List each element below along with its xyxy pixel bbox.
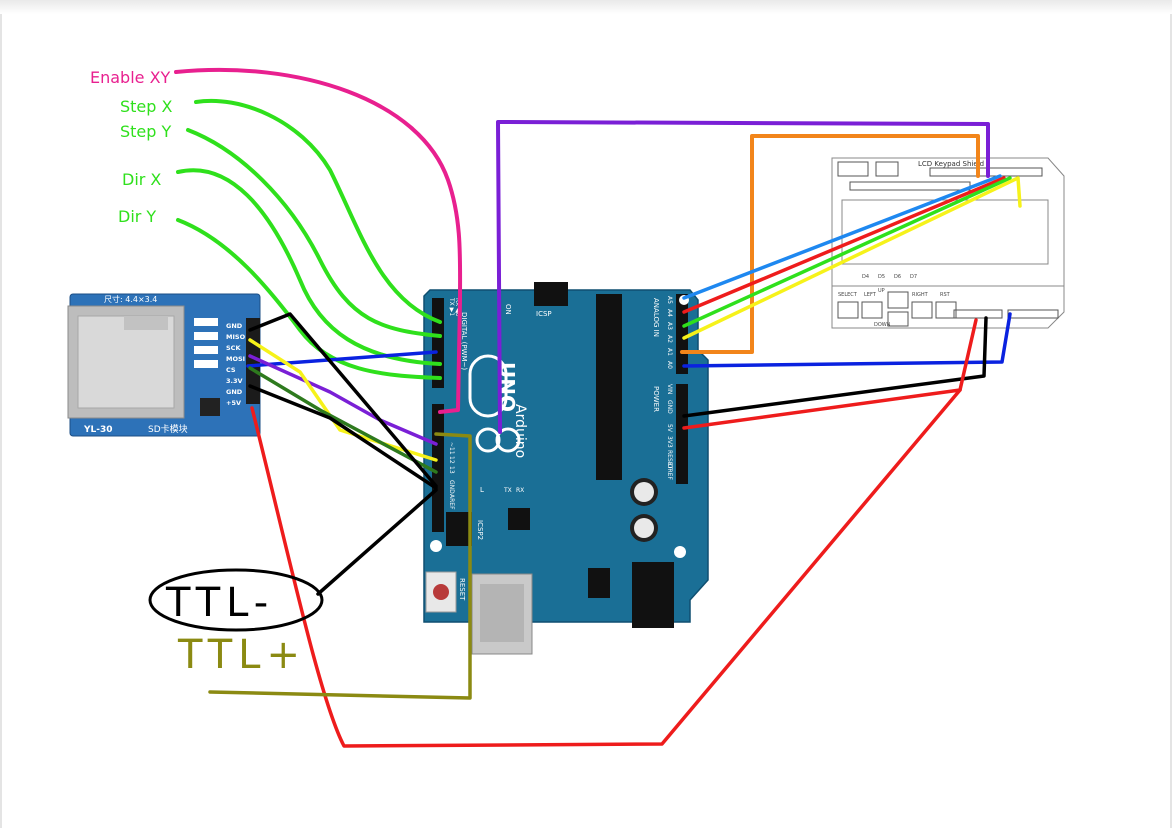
arduino-on-label: ON bbox=[504, 304, 512, 315]
lcd-btn-right: RIGHT bbox=[912, 292, 929, 298]
wire-sd-darkgreen bbox=[248, 366, 438, 474]
ttl-labels: TTL- TTL+ bbox=[148, 568, 324, 678]
sd-pin-mosi: MOSI bbox=[226, 355, 245, 363]
label-step-x: Step X bbox=[120, 97, 173, 116]
label-dir-x: Dir X bbox=[122, 170, 161, 189]
label-ttl-minus: TTL- bbox=[165, 580, 274, 626]
wire-purple-top bbox=[496, 120, 990, 434]
wire-dir-x bbox=[176, 168, 442, 366]
window-top-strip bbox=[0, 0, 1172, 14]
sd-pin-gnd: GND bbox=[226, 322, 243, 330]
arduino-l-label: L bbox=[480, 486, 484, 494]
arduino-pin-11: ~11 bbox=[448, 442, 455, 455]
wire-red-loop bbox=[250, 388, 962, 748]
signal-labels: Enable XY Step X Step Y Dir X Dir Y bbox=[90, 68, 173, 226]
arduino-pin-a4: A4 bbox=[666, 309, 673, 317]
arduino-brand-label: Arduino bbox=[512, 404, 528, 458]
sd-pin-miso: MISO bbox=[226, 333, 246, 341]
arduino-pin-vin: VIN bbox=[666, 384, 673, 394]
wire-green-a3 bbox=[682, 176, 1012, 328]
lcd-pot-d6: D6 bbox=[894, 274, 901, 280]
label-step-y: Step Y bbox=[120, 122, 172, 141]
window-right-edge bbox=[1170, 14, 1172, 828]
lcd-pot-d5: D5 bbox=[878, 274, 885, 280]
arduino-pin-3v3: 3V3 bbox=[666, 436, 673, 448]
wire-orange bbox=[680, 134, 980, 354]
label-dir-y: Dir Y bbox=[118, 207, 156, 226]
label-ttl-plus: TTL+ bbox=[177, 632, 306, 678]
arduino-pin-a3: A3 bbox=[666, 322, 673, 330]
sd-model-label-cn: SD卡模块 bbox=[148, 423, 188, 435]
sd-pin-cs: CS bbox=[226, 366, 236, 374]
arduino-pin-12: 12 bbox=[448, 456, 455, 464]
wire-sd-black-1 bbox=[248, 312, 438, 488]
arduino-icsp-label: ICSP bbox=[536, 310, 552, 318]
arduino-power-header: POWER bbox=[652, 386, 660, 412]
lcd-pot-d7: D7 bbox=[910, 274, 917, 280]
arduino-pin-a1: A1 bbox=[666, 348, 673, 356]
wires bbox=[174, 67, 1022, 748]
wire-black-gnd bbox=[682, 316, 988, 418]
lcd-btn-left: LEFT bbox=[864, 292, 877, 298]
sd-pin-sck: SCK bbox=[226, 344, 241, 352]
lcd-shield-title: LCD Keypad Shield bbox=[918, 160, 984, 168]
sd-pin-5v: +5V bbox=[226, 399, 241, 407]
arduino-pin-13: 13 bbox=[448, 466, 455, 474]
wire-sky-blue bbox=[682, 174, 1002, 300]
wire-blue-a0 bbox=[682, 312, 1012, 368]
lcd-btn-rst: RST bbox=[940, 292, 951, 298]
arduino-pin-a0: A0 bbox=[666, 361, 673, 369]
sd-model-label: YL-30 bbox=[83, 425, 113, 435]
sd-pin-3v3: 3.3V bbox=[226, 377, 243, 385]
arduino-pin-ioref: IOREF bbox=[666, 462, 673, 480]
wire-sd-black-2 bbox=[248, 384, 438, 490]
wire-yellow-a2 bbox=[682, 176, 1022, 340]
wire-ttl-minus bbox=[316, 488, 438, 596]
arduino-digital-header: DIGITAL (PWM~) bbox=[460, 312, 468, 370]
arduino-tx-label: TX bbox=[503, 487, 512, 494]
arduino-icsp2-label: ICSP2 bbox=[476, 520, 484, 540]
arduino-pin-gnd2: GND bbox=[666, 400, 673, 414]
wire-enable-xy bbox=[174, 67, 463, 414]
wire-sd-mosi-blue bbox=[246, 350, 438, 368]
lcd-btn-select: SELECT bbox=[838, 292, 858, 298]
window-left-edge bbox=[0, 14, 2, 828]
arduino-reset-label: RESET bbox=[458, 578, 466, 601]
label-enable-xy: Enable XY bbox=[90, 68, 171, 87]
wire-step-y bbox=[186, 128, 442, 338]
sd-pin-gnd2: GND bbox=[226, 388, 243, 396]
sd-size-label: 尺寸: 4.4×3.4 bbox=[104, 294, 157, 304]
arduino-rx-label: RX bbox=[516, 487, 524, 494]
wire-red-a4 bbox=[682, 176, 1006, 314]
wire-dir-y bbox=[176, 218, 442, 380]
arduino-pin-gnd: GND bbox=[448, 480, 455, 494]
ttl-minus-ellipse bbox=[148, 568, 324, 632]
arduino-analog-header: ANALOG IN bbox=[652, 298, 660, 337]
arduino-pin-reset: RESET bbox=[666, 450, 673, 470]
arduino-uno-board: UNO Arduino DIGITAL (PWM~) ANALOG IN POW… bbox=[423, 277, 709, 655]
arduino-pin-tx: TX ▶1 bbox=[448, 297, 455, 316]
arduino-pin-rx: RX ◀0 bbox=[454, 298, 461, 317]
arduino-pin-a2: A2 bbox=[666, 335, 673, 343]
arduino-pin-5v: 5V bbox=[666, 424, 673, 433]
wire-step-x bbox=[194, 98, 442, 324]
lcd-btn-down: DOWN bbox=[874, 322, 891, 328]
arduino-pin-aref: AREF bbox=[448, 494, 455, 510]
sd-card-module: 尺寸: 4.4×3.4 YL-30 SD卡模块 GND MISO SCK MOS… bbox=[67, 293, 261, 437]
lcd-btn-up: UP bbox=[878, 288, 885, 294]
arduino-pin-a5: A5 bbox=[666, 296, 673, 304]
lcd-pot-d4: D4 bbox=[862, 274, 869, 280]
wire-sd-purple bbox=[248, 354, 438, 446]
wire-ttl-plus bbox=[208, 432, 472, 700]
